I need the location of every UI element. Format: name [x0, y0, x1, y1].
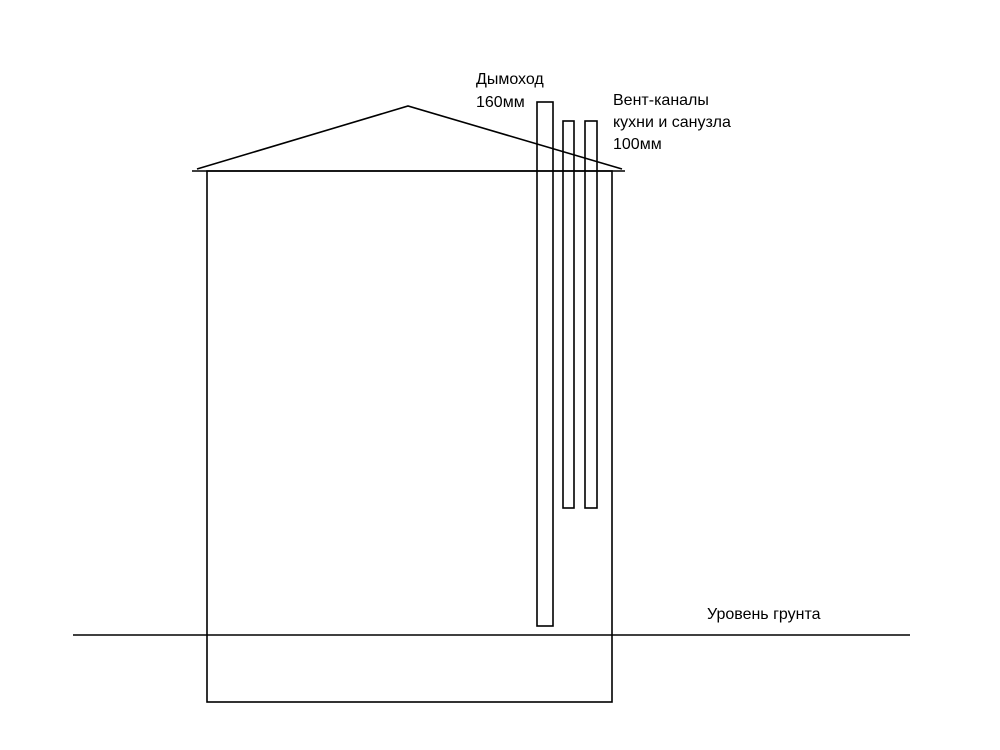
vents-label-line3: 100мм [613, 136, 662, 153]
vents-label-line1: Вент-каналы [613, 92, 709, 109]
vent-channel-kitchen [562, 120, 575, 509]
vents-label-line2: кухни и санузла [613, 114, 731, 131]
vent-channel-bathroom [584, 120, 598, 509]
chimney-label-line1: Дымоход [476, 71, 544, 88]
chimney-label-line2: 160мм [476, 94, 525, 111]
ground-level-label: Уровень грунта [707, 606, 821, 623]
house-wall-outline [206, 170, 613, 703]
chimney-pipe [536, 101, 554, 627]
roof-gable [196, 105, 623, 170]
